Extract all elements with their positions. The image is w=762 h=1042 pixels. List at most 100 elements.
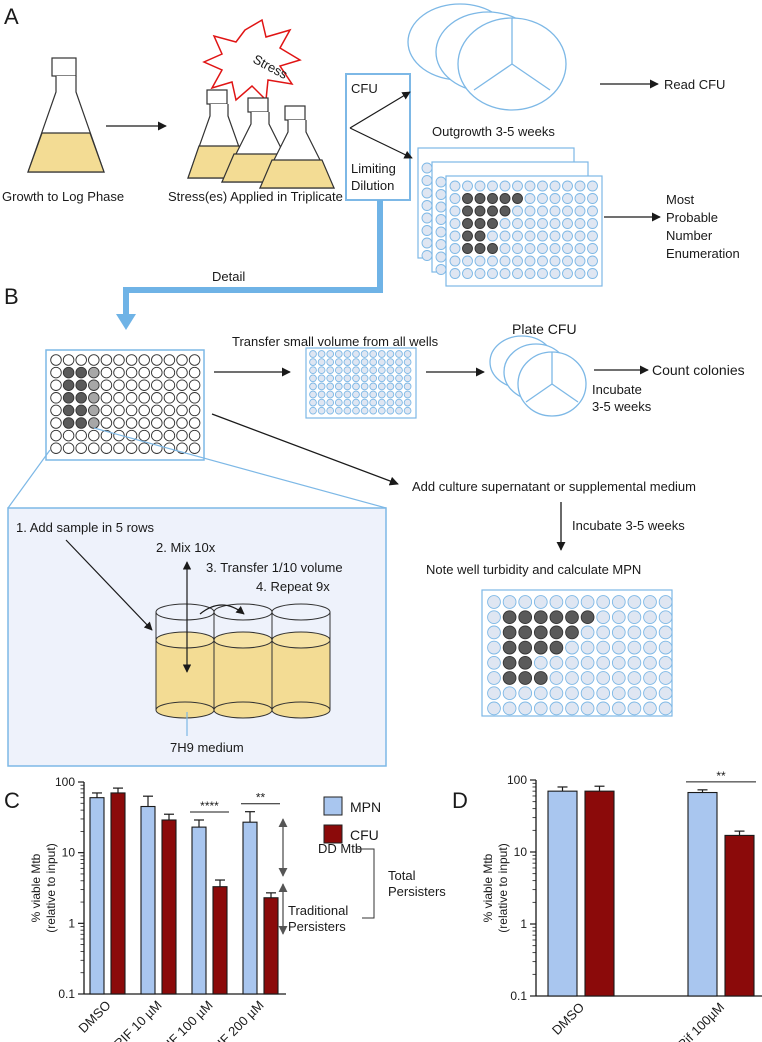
well xyxy=(369,374,378,383)
well xyxy=(151,379,163,391)
well-turbid xyxy=(487,205,498,217)
y-tick-label: 0.1 xyxy=(58,987,75,1001)
well xyxy=(113,442,125,454)
well xyxy=(309,374,317,383)
well xyxy=(88,442,100,454)
well xyxy=(574,193,586,204)
incubate-long-label: Incubate 3-5 weeks xyxy=(572,518,685,533)
well-turbid xyxy=(62,404,75,417)
well xyxy=(499,218,511,229)
well xyxy=(100,417,113,429)
well xyxy=(487,255,498,267)
well-turbid xyxy=(62,417,75,429)
well xyxy=(627,625,642,640)
well xyxy=(580,671,595,685)
arrow xyxy=(199,604,245,615)
y-tick-label: 1 xyxy=(68,916,75,930)
well-turbid xyxy=(549,625,564,640)
well xyxy=(487,230,498,242)
well xyxy=(596,701,611,716)
well xyxy=(138,379,150,391)
well xyxy=(50,417,62,429)
outgrowth-label: Outgrowth 3-5 weeks xyxy=(432,124,555,139)
well-turbid xyxy=(502,655,517,670)
mpn-bar xyxy=(242,821,258,995)
well xyxy=(395,398,403,407)
well xyxy=(326,374,335,383)
well xyxy=(537,218,548,229)
well xyxy=(487,671,501,685)
well xyxy=(352,366,360,375)
well xyxy=(658,595,673,609)
cfu-bar xyxy=(212,886,228,995)
well xyxy=(596,671,611,685)
well xyxy=(643,671,657,685)
well xyxy=(565,655,579,670)
zoom-line xyxy=(93,427,387,509)
well xyxy=(487,268,498,279)
method-box xyxy=(345,73,411,201)
well xyxy=(524,255,536,267)
well xyxy=(611,655,626,670)
legend-label-cfu: CFU xyxy=(350,827,379,843)
well-turbid xyxy=(474,243,486,254)
well xyxy=(50,392,62,404)
count-colonies-label: Count colonies xyxy=(652,362,745,378)
well xyxy=(549,595,564,609)
well xyxy=(309,358,317,366)
well xyxy=(449,193,461,204)
well xyxy=(537,243,548,254)
well xyxy=(565,671,579,685)
well xyxy=(176,392,188,404)
well xyxy=(596,655,611,670)
x-tick-label: DMSO xyxy=(75,998,113,1036)
well xyxy=(317,350,326,358)
well xyxy=(658,655,673,670)
well xyxy=(524,205,536,217)
legend-label-mpn: MPN xyxy=(350,799,381,815)
dd-mtb-label: DD Mtb xyxy=(318,841,362,856)
well xyxy=(188,404,201,417)
well xyxy=(562,243,573,254)
well xyxy=(395,390,403,399)
well xyxy=(512,243,523,254)
well xyxy=(360,374,369,383)
well xyxy=(125,366,138,379)
well xyxy=(317,406,326,415)
well xyxy=(334,358,343,366)
well xyxy=(565,686,579,701)
well xyxy=(88,354,100,366)
well xyxy=(395,374,403,383)
well-turbid xyxy=(474,205,486,217)
well xyxy=(537,255,548,267)
detail-arrow xyxy=(123,200,383,318)
well xyxy=(533,701,548,716)
well xyxy=(326,350,335,358)
well xyxy=(562,218,573,229)
well xyxy=(487,701,501,716)
legend-swatch-mpn xyxy=(323,796,343,816)
well xyxy=(309,406,317,415)
well xyxy=(421,162,433,174)
well xyxy=(462,255,473,267)
well xyxy=(343,350,352,358)
well xyxy=(611,671,626,685)
total-persisters-label: Persisters xyxy=(388,884,446,899)
well xyxy=(499,230,511,242)
well xyxy=(474,268,486,279)
well-turbid xyxy=(518,671,533,685)
well xyxy=(326,406,335,415)
traditional-label: Traditional xyxy=(288,903,348,918)
well xyxy=(474,180,486,192)
well xyxy=(449,218,461,229)
dilution-label-text: Dilution xyxy=(351,178,394,193)
well-turbid xyxy=(580,610,595,625)
mpn-label-4: Enumeration xyxy=(666,246,740,261)
well xyxy=(580,640,595,655)
well xyxy=(512,230,523,242)
well-turbid xyxy=(502,625,517,640)
flask-icon xyxy=(27,57,105,173)
step-1-label: 1. Add sample in 5 rows xyxy=(16,520,155,535)
well-turbid xyxy=(518,625,533,640)
